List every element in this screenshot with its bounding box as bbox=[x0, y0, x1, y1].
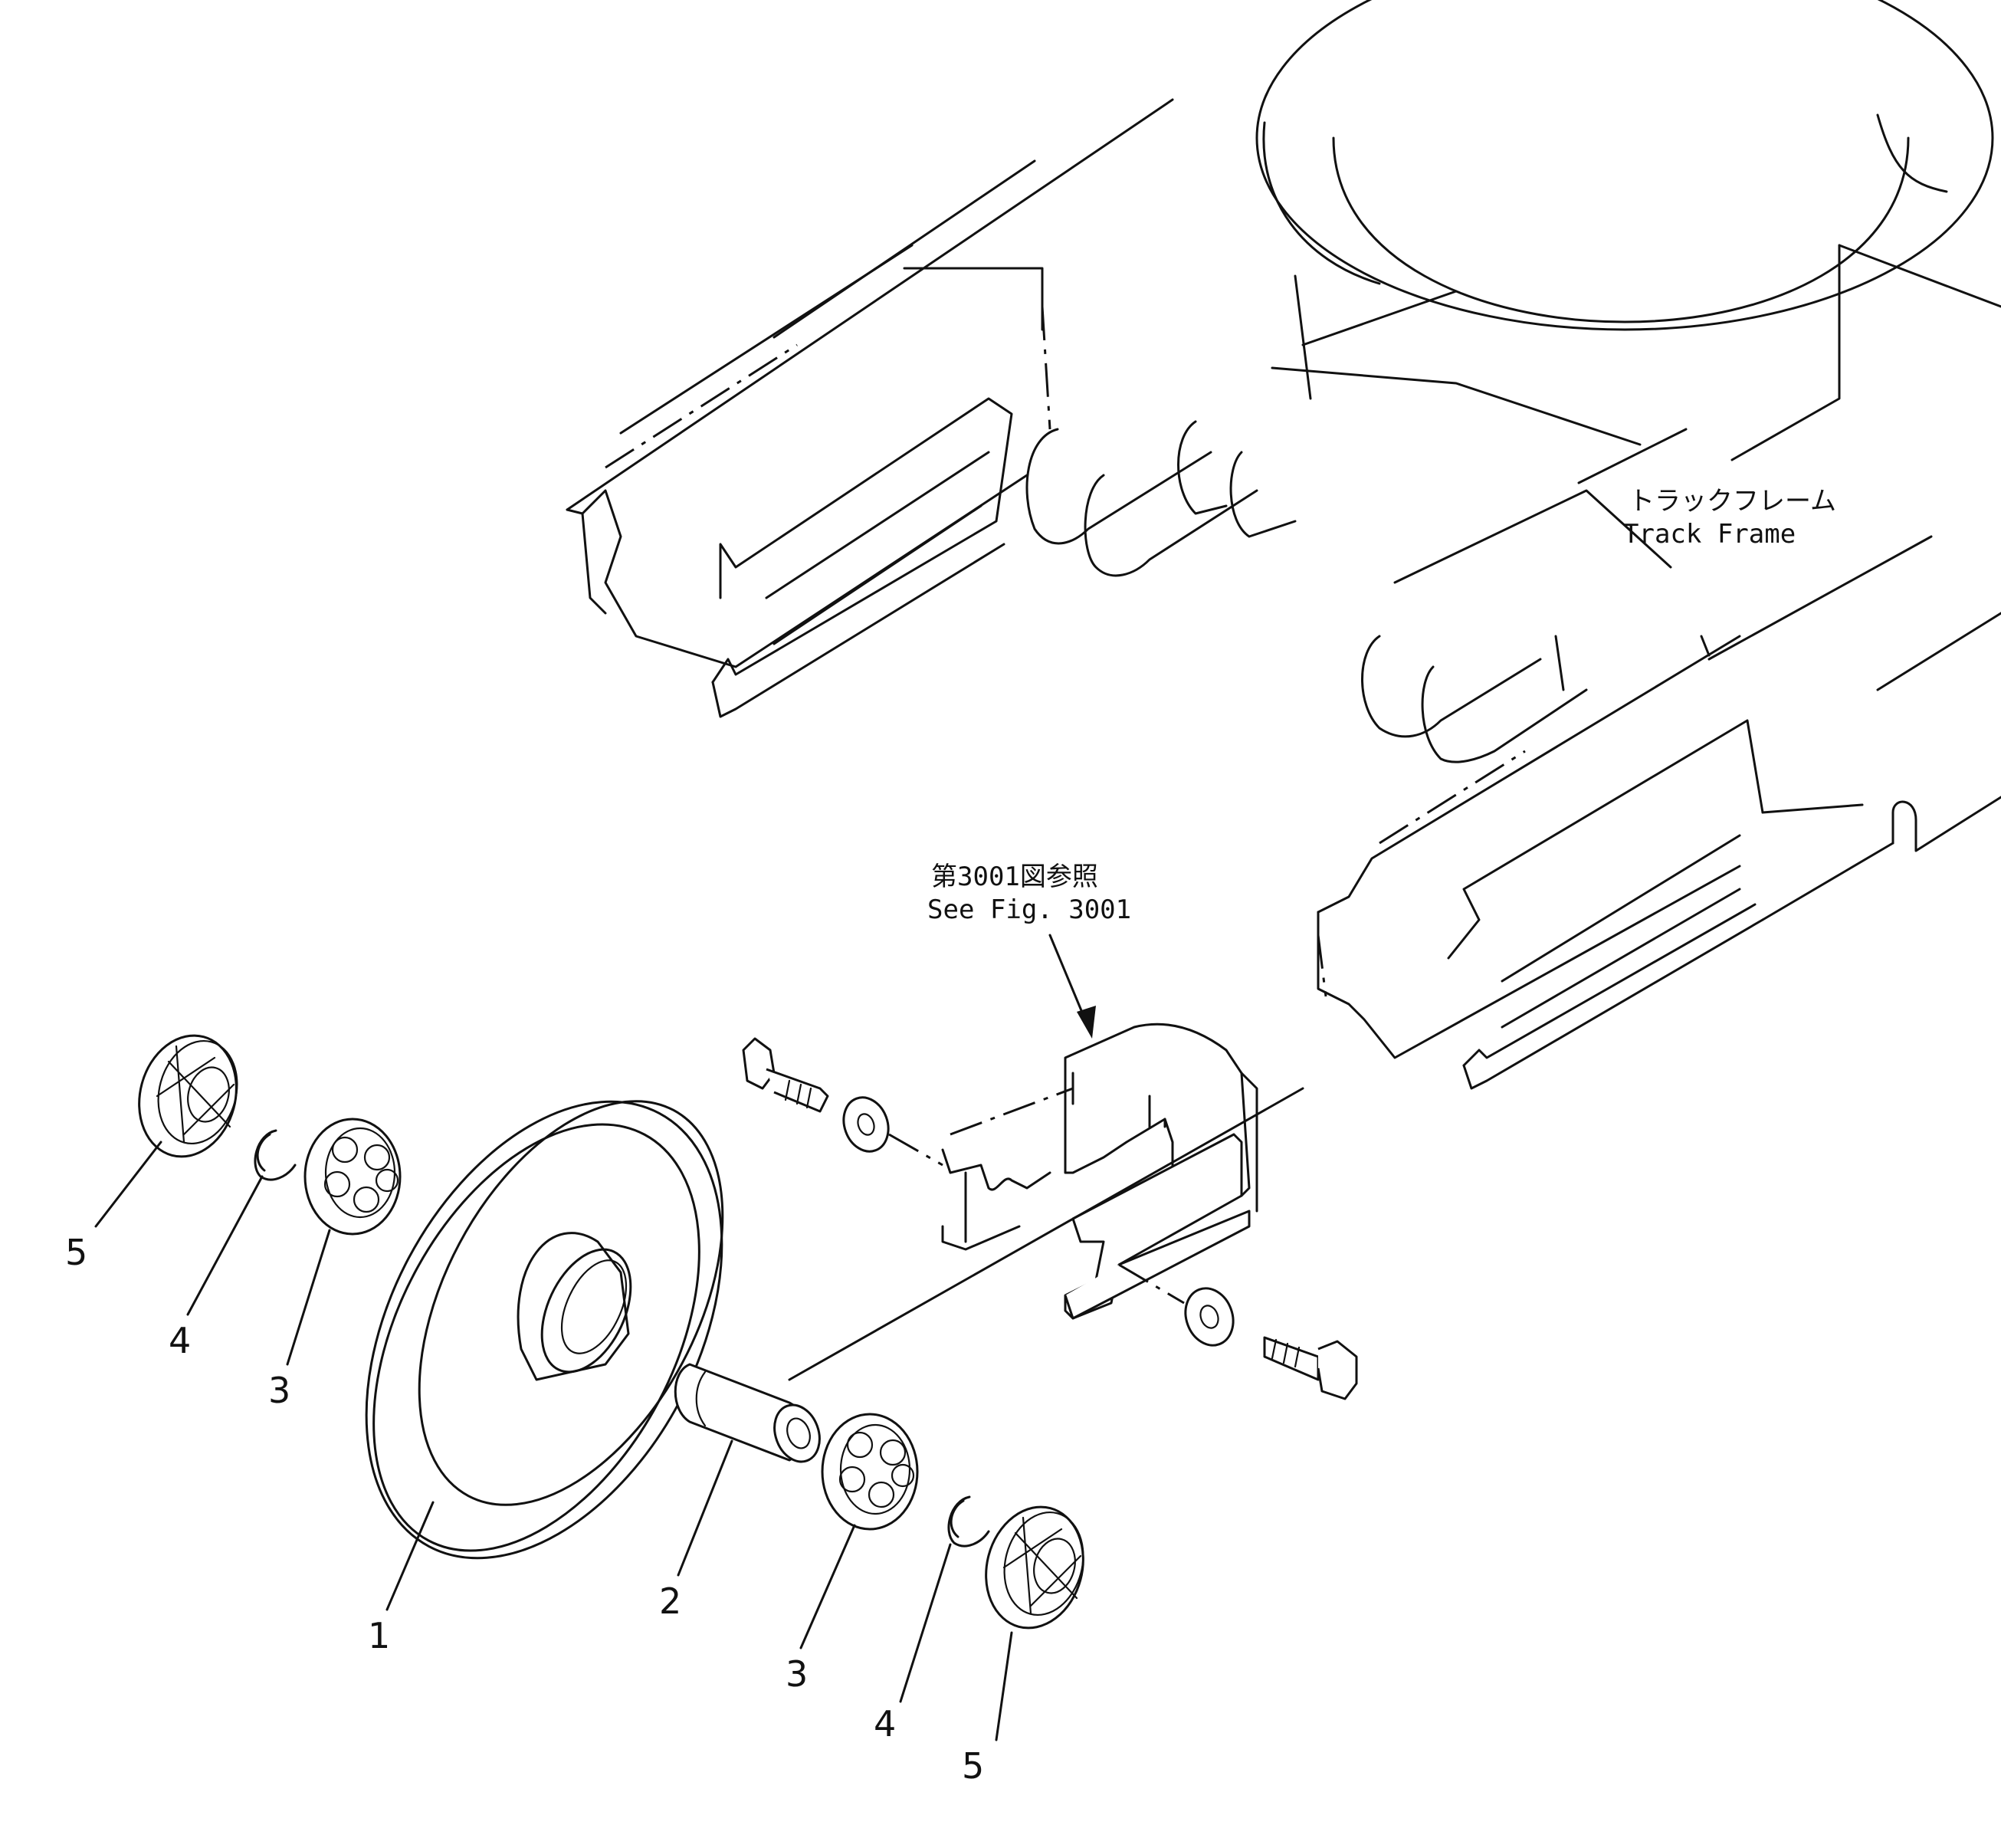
track-frame-label-en: Track Frame bbox=[1623, 519, 1796, 550]
bearing-left bbox=[303, 1118, 402, 1236]
track-frame bbox=[566, 0, 2001, 1090]
track-frame-label-jp: トラックフレーム bbox=[1629, 486, 1836, 517]
see-fig-label-en: See Fig. 3001 bbox=[927, 894, 1131, 925]
idler-wheel bbox=[365, 1100, 724, 1560]
snap-ring-left bbox=[254, 1129, 297, 1181]
bearing-right bbox=[821, 1413, 919, 1531]
snap-ring-right bbox=[947, 1495, 990, 1548]
callout-5-left: 5 bbox=[65, 1232, 87, 1273]
callout-1: 1 bbox=[368, 1615, 390, 1656]
seal-right bbox=[985, 1505, 1084, 1630]
callout-4-left: 4 bbox=[169, 1320, 191, 1361]
see-fig-label-jp: 第3001図参照 bbox=[931, 862, 1098, 892]
callout-2: 2 bbox=[659, 1580, 681, 1622]
idler-shaft bbox=[674, 1363, 821, 1463]
idler-bracket bbox=[941, 1022, 1258, 1320]
bolt-upper bbox=[742, 1037, 829, 1113]
axis-lower bbox=[1118, 1263, 1185, 1305]
bolt-lower bbox=[1263, 1336, 1358, 1400]
callout-3-left: 3 bbox=[268, 1370, 290, 1411]
callout-4-right: 4 bbox=[874, 1703, 896, 1745]
leader-lines bbox=[94, 1141, 1013, 1741]
washer-lower bbox=[1184, 1287, 1235, 1347]
axis-upper bbox=[888, 1133, 943, 1167]
see-fig-pointer bbox=[1048, 934, 1096, 1039]
callout-5-right: 5 bbox=[962, 1745, 984, 1787]
seal-left bbox=[138, 1034, 238, 1158]
callout-3-right: 3 bbox=[786, 1653, 808, 1695]
shaft-axis-line bbox=[788, 1087, 1304, 1381]
washer-upper bbox=[842, 1096, 890, 1153]
